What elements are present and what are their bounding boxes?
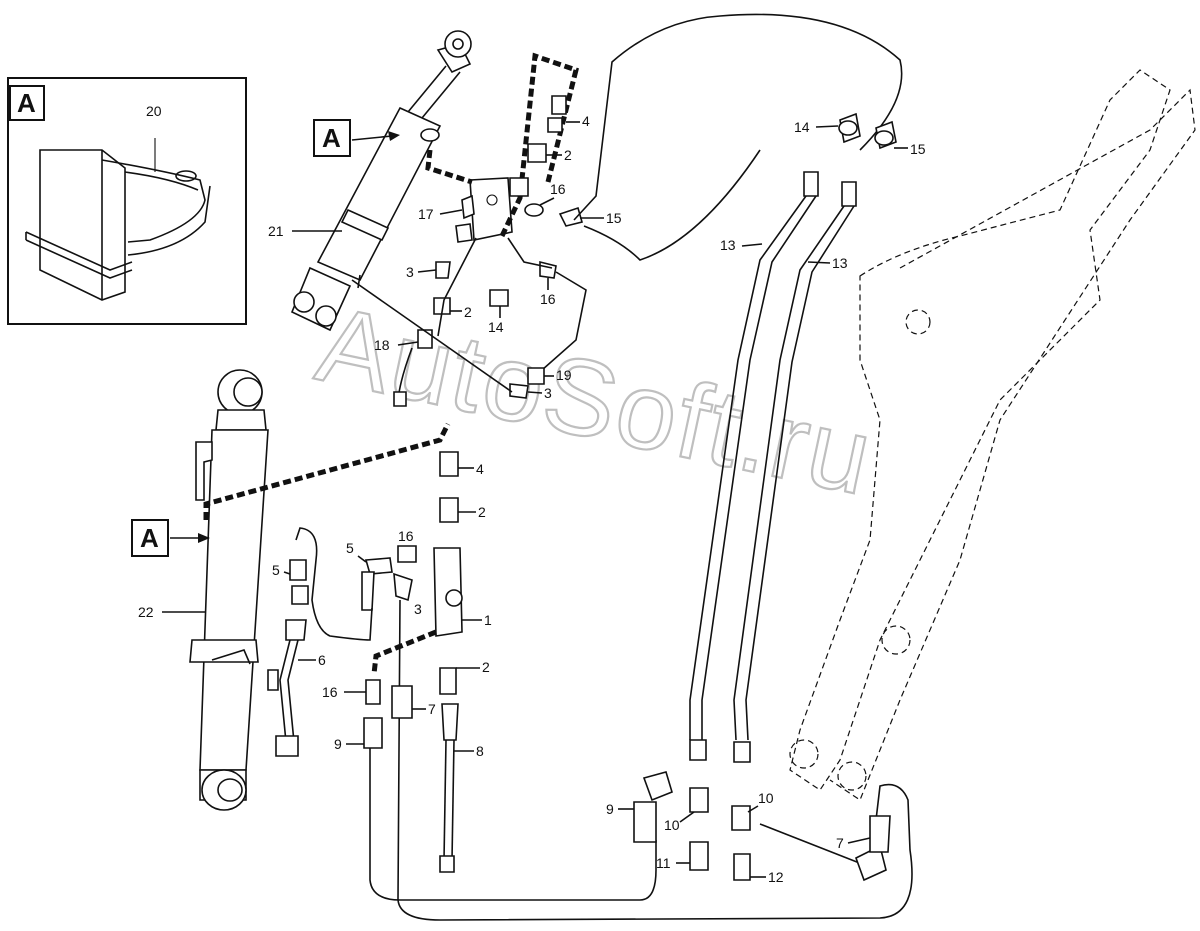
- callout-9-right: 9: [606, 801, 614, 817]
- callout-4-upper: 4: [582, 113, 590, 129]
- dashed-link-top: [425, 149, 473, 185]
- callout-2-bottom: 2: [482, 659, 490, 675]
- cylinder-21: [290, 30, 472, 332]
- valve-block-17: [455, 177, 513, 243]
- leader-16-upper: [539, 197, 555, 206]
- callout-5-upper: 5: [346, 540, 354, 556]
- leader-13-right: [807, 261, 831, 264]
- callout-22: 22: [138, 604, 154, 620]
- inset-marker: A: [17, 88, 36, 118]
- leader-7-right: [847, 837, 871, 844]
- leader-3-upper: [417, 269, 437, 273]
- valve-block-1: [267, 451, 913, 921]
- callout-13-left: 13: [720, 237, 736, 253]
- callout-10-left: 10: [664, 817, 680, 833]
- callout-14-mid: 14: [488, 319, 504, 335]
- callout-2-mid: 2: [464, 304, 472, 320]
- callout-16-upper: 16: [550, 181, 566, 197]
- leader-14-upper: [815, 125, 839, 128]
- bottom-right-fittings: [633, 771, 891, 882]
- marker-arrow-upper: [351, 135, 393, 141]
- callout-15-upper: 15: [606, 210, 622, 226]
- leader-13-left: [741, 243, 763, 247]
- callout-20: 20: [146, 103, 162, 119]
- dashed-link-lower: [203, 422, 451, 520]
- leader-5-lower: [283, 571, 291, 575]
- long-hoses-13: [689, 112, 897, 763]
- leader-3-mid: [527, 391, 543, 394]
- callout-6: 6: [318, 652, 326, 668]
- callout-9-lower: 9: [334, 736, 342, 752]
- callout-1: 1: [484, 612, 492, 628]
- callout-19: 19: [556, 367, 572, 383]
- cylinder-22: [189, 369, 269, 811]
- callout-18: 18: [374, 337, 390, 353]
- dashed-link-bottom: [371, 629, 437, 675]
- callout-16-mid: 16: [540, 291, 556, 307]
- detail-marker-lower: [131, 519, 169, 557]
- callout-13-right: 13: [832, 255, 848, 271]
- detail-marker-upper: [313, 119, 351, 157]
- callout-2-lower: 2: [478, 504, 486, 520]
- inset-detail-box: A: [7, 77, 247, 325]
- callout-10-right: 10: [758, 790, 774, 806]
- callout-16-lower: 16: [398, 528, 414, 544]
- callout-2-upper: 2: [564, 147, 572, 163]
- callout-7-right: 7: [836, 835, 844, 851]
- leader-17: [439, 209, 463, 215]
- callout-7-lower: 7: [428, 701, 436, 717]
- upper-fittings: [351, 13, 903, 407]
- callout-4-lower: 4: [476, 461, 484, 477]
- callout-8: 8: [476, 743, 484, 759]
- leader-5-upper: [357, 555, 367, 563]
- leader-10-left: [679, 811, 695, 823]
- callout-12: 12: [768, 869, 784, 885]
- leader-18: [397, 341, 419, 346]
- callout-16-bottom: 16: [322, 684, 338, 700]
- detail-marker-upper-label: A: [322, 123, 341, 153]
- callout-3-upper: 3: [406, 264, 414, 280]
- detail-marker-lower-label: A: [140, 523, 159, 553]
- clamp-drawing: [25, 138, 211, 301]
- boom-outline: [789, 69, 1196, 801]
- callout-3-lower: 3: [414, 601, 422, 617]
- callout-15-upper-right: 15: [910, 141, 926, 157]
- callout-3-mid: 3: [544, 385, 552, 401]
- leader-10-right: [747, 805, 759, 813]
- callout-5-lower: 5: [272, 562, 280, 578]
- callout-14-upper: 14: [794, 119, 810, 135]
- callout-17: 17: [418, 206, 434, 222]
- callout-21: 21: [268, 223, 284, 239]
- callout-11: 11: [656, 855, 671, 871]
